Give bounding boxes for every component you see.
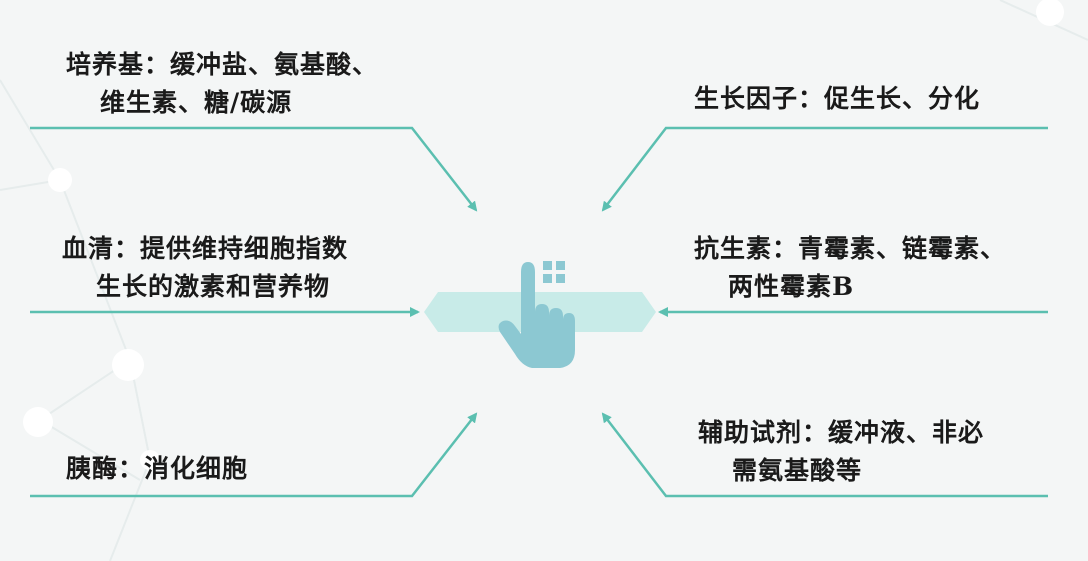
label-reagent: 辅助试剂：缓冲液、非必 需氨基酸等: [698, 418, 985, 485]
label-serum: 血清：提供维持细胞指数 生长的激素和营养物: [62, 234, 349, 301]
arrow-trypsin: [30, 412, 478, 498]
hand-pointer-grid-icon: [498, 261, 575, 368]
label-growth: 生长因子：促生长、分化: [694, 84, 981, 113]
label-trypsin: 胰酶：消化细胞: [66, 454, 249, 483]
label-antibiotic: 抗生素：青霉素、链霉素、 两性霉素B: [694, 234, 1007, 301]
arrow-growth: [601, 126, 1048, 212]
label-medium: 培养基：缓冲盐、氨基酸、 维生素、糖/碳源: [66, 50, 379, 117]
arrow-reagent: [601, 412, 1048, 498]
arrow-medium: [30, 126, 478, 212]
